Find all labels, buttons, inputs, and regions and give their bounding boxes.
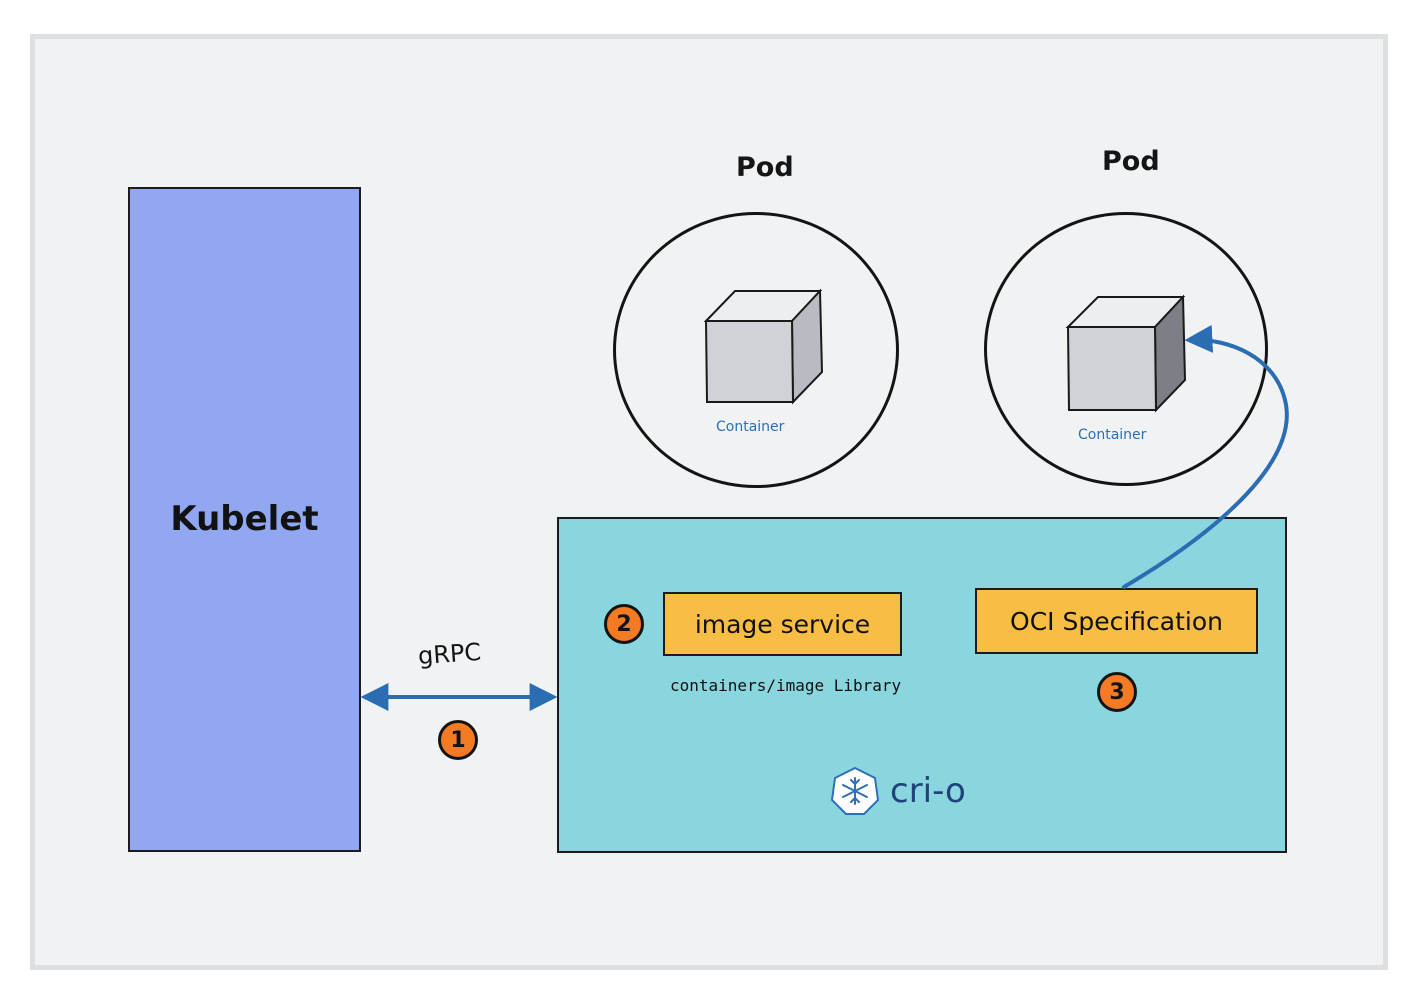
- pod-1-title: Pod: [736, 152, 794, 183]
- pod-2-circle: [984, 212, 1268, 486]
- pod-2-title: Pod: [1102, 146, 1160, 177]
- step-1-badge: 1: [438, 720, 478, 760]
- pod-2-container-label: Container: [1078, 427, 1147, 443]
- oci-to-container-arrow: [1122, 324, 1289, 589]
- oci-spec-box: OCI Specification: [975, 588, 1258, 654]
- image-library-label: containers/image Library: [670, 676, 902, 695]
- step-3-badge: 3: [1097, 672, 1137, 712]
- step-1-number: 1: [450, 727, 466, 753]
- step-2-number: 2: [616, 611, 632, 637]
- image-service-label: image service: [694, 609, 871, 639]
- oci-spec-label: OCI Specification: [1010, 606, 1223, 636]
- image-service-box: image service: [663, 592, 902, 656]
- cube-icon: [1065, 294, 1187, 413]
- step-3-number: 3: [1109, 679, 1125, 705]
- crio-box: [557, 517, 1287, 853]
- pod-1-container-label: Container: [716, 419, 785, 435]
- crio-logo: cri-o: [830, 766, 966, 816]
- kubelet-box: Kubelet: [128, 187, 361, 852]
- pod-1-circle: [613, 212, 899, 488]
- kubelet-label: Kubelet: [170, 499, 319, 539]
- crio-logo-icon: [830, 766, 880, 815]
- cube-icon: [703, 288, 824, 405]
- step-2-badge: 2: [604, 604, 644, 644]
- crio-logo-text: cri-o: [890, 771, 966, 811]
